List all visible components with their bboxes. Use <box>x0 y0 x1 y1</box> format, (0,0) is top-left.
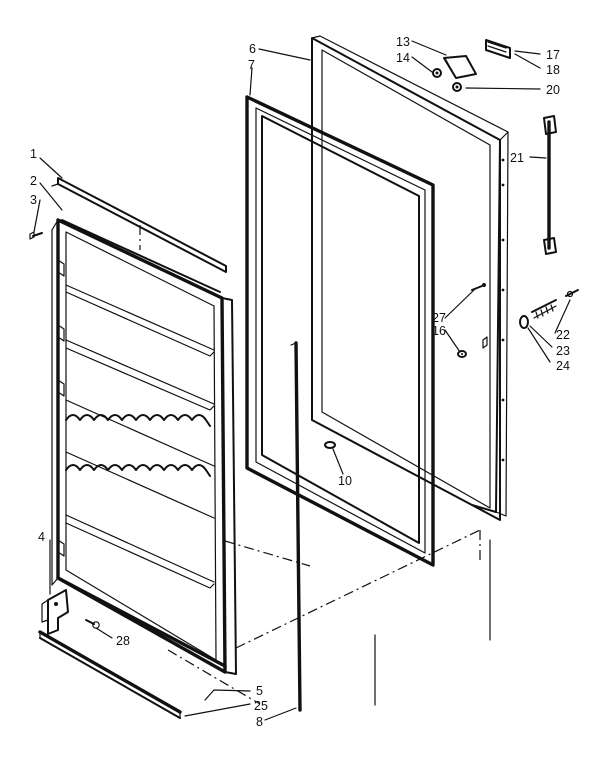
label-4: 4 <box>38 530 45 544</box>
door-gasket <box>245 95 435 567</box>
liner-side-tabs <box>57 259 65 557</box>
label-3: 3 <box>30 193 37 207</box>
label-14: 14 <box>396 51 410 65</box>
label-24: 24 <box>556 359 570 373</box>
label-16: 16 <box>432 324 446 338</box>
door-edge-holes <box>501 158 505 462</box>
label-5: 5 <box>256 684 263 698</box>
door-liner-shelves <box>65 284 215 589</box>
door-outer-panel <box>311 35 509 521</box>
label-7: 7 <box>248 58 255 72</box>
label-8: 8 <box>256 715 263 729</box>
label-25: 25 <box>254 699 268 713</box>
screw-part-27 <box>471 283 486 291</box>
top-trim-strip <box>51 177 227 273</box>
vertical-strip <box>290 341 302 712</box>
egg-rack <box>65 414 211 477</box>
screw-part-3 <box>29 231 43 240</box>
door-handle <box>543 115 557 255</box>
screw-part-16 <box>457 350 467 358</box>
label-2: 2 <box>30 174 37 188</box>
label-13: 13 <box>396 35 410 49</box>
label-21: 21 <box>510 151 524 165</box>
bottom-kick-strip <box>38 630 182 719</box>
hinge-bracket <box>41 589 69 635</box>
label-10: 10 <box>338 474 352 488</box>
label-1: 1 <box>30 147 37 161</box>
leader-lines <box>33 40 571 721</box>
door-liner <box>51 218 237 675</box>
label-27: 27 <box>432 311 446 325</box>
plug-part-10 <box>324 441 344 475</box>
label-22: 22 <box>556 328 570 342</box>
label-17: 17 <box>546 48 560 62</box>
label-6: 6 <box>249 42 256 56</box>
part-labels: 1 2 3 4 6 7 13 14 17 18 20 21 10 27 16 2… <box>30 35 570 729</box>
screw-part-28 <box>85 619 100 629</box>
label-23: 23 <box>556 344 570 358</box>
label-18: 18 <box>546 63 560 77</box>
handle-hardware <box>519 289 579 329</box>
alignment-lines <box>139 225 481 705</box>
top-hinge-assembly <box>432 39 511 92</box>
label-28: 28 <box>116 634 130 648</box>
label-20: 20 <box>546 83 560 97</box>
